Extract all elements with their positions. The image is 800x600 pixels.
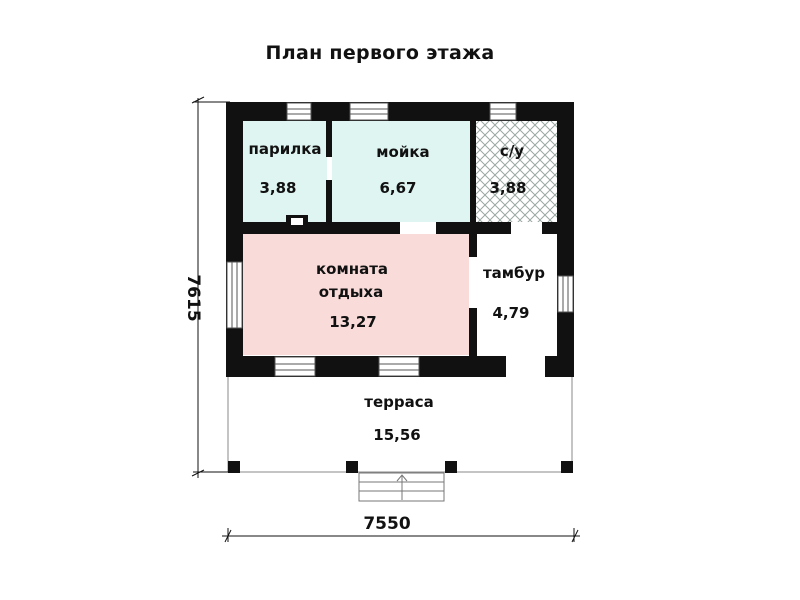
window-top-su <box>489 102 517 121</box>
wall-right <box>557 102 574 377</box>
room-parilka-name: парилка <box>248 140 321 158</box>
windows <box>226 102 574 377</box>
room-terrasa-area: 15,56 <box>373 426 420 444</box>
terrace-post-3 <box>445 461 457 473</box>
window-right-tambur <box>557 275 574 313</box>
wall-bottom-left <box>226 356 506 377</box>
dimension-width-label: 7550 <box>363 514 410 534</box>
room-su-hatch <box>476 121 557 222</box>
window-top-moika <box>349 102 389 121</box>
room-parilka-fill <box>243 121 327 222</box>
stove-opening <box>291 218 303 225</box>
wall-moika-su <box>470 121 476 234</box>
wall-inner-horizontal-left <box>243 222 400 234</box>
terrace-post-4 <box>561 461 573 473</box>
wall-bottom-right <box>545 356 574 377</box>
wall-left <box>226 102 243 377</box>
terrace <box>227 377 573 473</box>
room-komnata-area: 13,27 <box>329 313 376 331</box>
wall-komnata-tambur-top <box>469 234 477 257</box>
wall-inner-horizontal-right <box>542 222 557 234</box>
entrance-arrow-head <box>396 474 408 482</box>
room-terrasa-name: терраса <box>364 393 433 411</box>
dimension-horizontal <box>222 528 580 543</box>
entrance-steps <box>358 472 445 502</box>
wall-top <box>226 102 574 121</box>
window-bottom-right <box>378 356 420 377</box>
room-moika-fill <box>332 121 471 222</box>
room-su-name: с/у <box>500 142 524 160</box>
window-bottom-left <box>274 356 316 377</box>
wall-parilka-moika-bottom <box>326 180 332 222</box>
window-left-komnata <box>226 261 243 329</box>
plan-title: План первого этажа <box>265 42 495 64</box>
room-parilka-area: 3,88 <box>259 179 296 197</box>
terrace-post-1 <box>228 461 240 473</box>
dimension-height-label: 7615 <box>183 274 203 321</box>
dimension-vertical <box>191 96 230 478</box>
window-top-parilka <box>286 102 312 121</box>
room-komnata-name-line2: отдыха <box>319 283 383 301</box>
room-tambur-area: 4,79 <box>492 304 529 322</box>
room-moika-area: 6,67 <box>379 179 416 197</box>
terrace-post-2 <box>346 461 358 473</box>
room-tambur-name: тамбур <box>483 264 545 282</box>
room-moika-name: мойка <box>376 143 429 161</box>
room-komnata-fill <box>243 234 469 355</box>
wall-parilka-moika-top <box>326 121 332 157</box>
room-tambur-fill <box>477 234 553 355</box>
wall-komnata-tambur-bottom <box>469 308 477 356</box>
room-komnata-name-line1: комната <box>316 260 388 278</box>
room-su-area: 3,88 <box>489 179 526 197</box>
